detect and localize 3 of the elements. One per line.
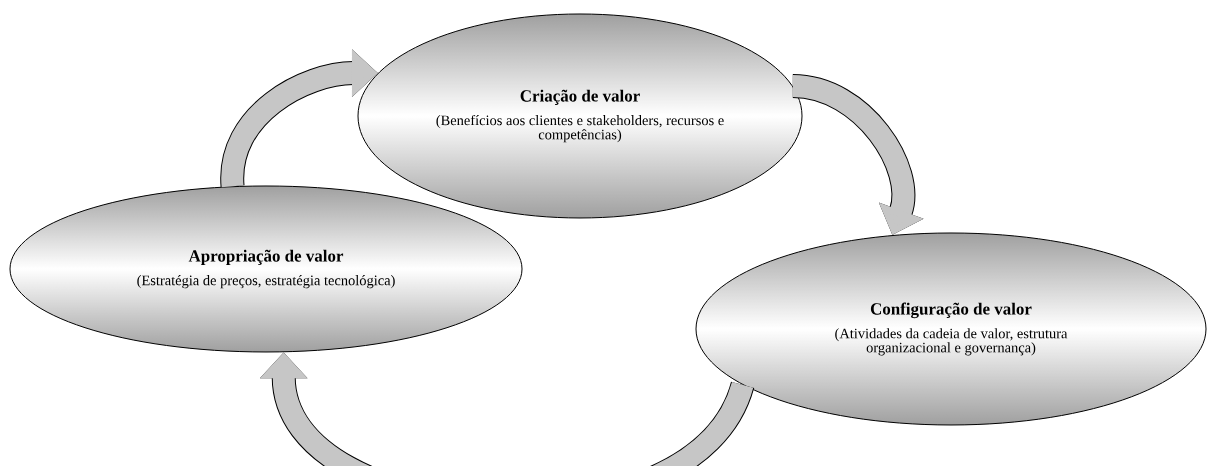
ellipse-node: Criação de valor (Benefícios aos clientes e stakeholders, recursos e competências) (357, 13, 803, 219)
ellipse-node: Configuração de valor (Atividades da cadeia de valor, estrutura organizacional e governança) (695, 232, 1207, 426)
ellipse-node: Apropriação de valor (Estratégia de preços, estratégia tecnológica) (9, 185, 523, 353)
